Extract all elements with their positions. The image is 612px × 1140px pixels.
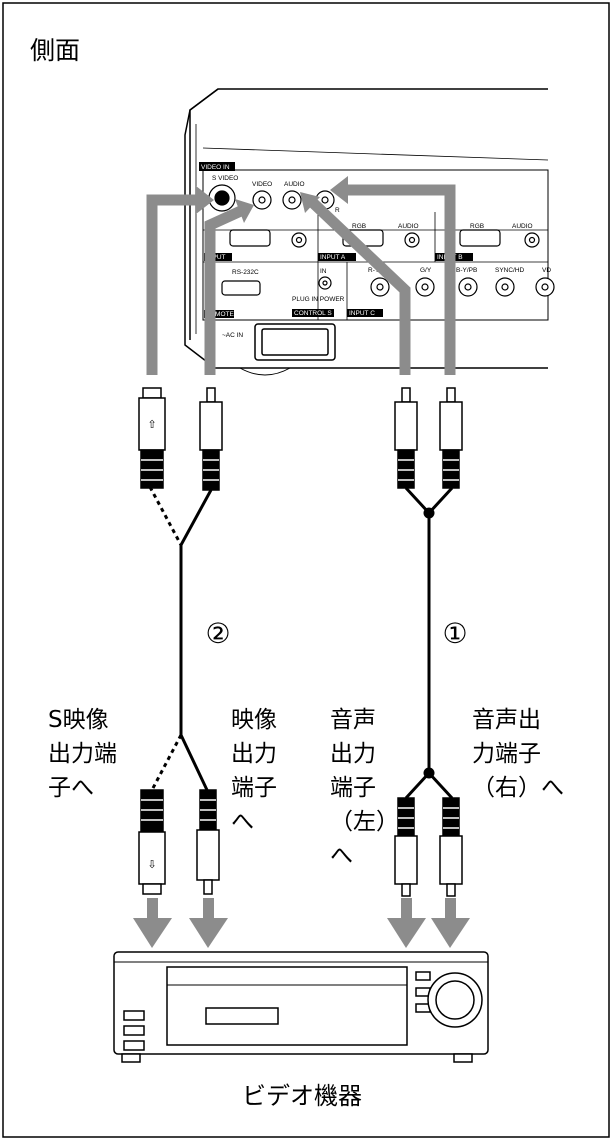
panel-label-rs232c: RS-232C [232,269,259,276]
rgb-port-3 [459,229,501,247]
label-line: 音声 [330,707,376,733]
panel-label-sync-hd: SYNC/HD [495,267,525,274]
panel-label-in: IN [320,268,327,275]
s-video-plug-bottom: ⇩ [138,789,166,895]
svg-text:⇩: ⇩ [147,858,156,871]
label-audio-out-left: 音声 出力 端子 （左） へ [330,703,399,873]
input-arrowheads [196,176,348,223]
panel-label-input-c: INPUT C [349,310,375,317]
panel-label-control-s: CONTROL S [294,310,332,317]
panel-label-rgb-b: RGB [470,223,484,230]
label-line: 音声出 [472,707,541,733]
label-line: 出力端 [48,741,117,767]
panel-label-g-y: G/Y [420,267,432,274]
cable-1-marker: ① [442,617,467,650]
label-line: 子へ [48,775,94,801]
input-arrows [146,184,456,375]
panel-label-audio: AUDIO [284,181,305,188]
output-arrows [133,898,470,948]
panel-label-input-a: INPUT A [320,254,346,261]
label-line: へ [330,843,353,869]
audio-l-plug-bottom [394,797,418,897]
panel-label-audio-a: AUDIO [398,223,419,230]
rs232c-port [221,280,261,296]
cable-2-marker: ② [205,617,230,650]
label-line: 力端子 [472,741,541,767]
panel-labels: VIDEO IN S VIDEO VIDEO AUDIO R RGB AUDIO… [199,162,551,339]
panel-label-plug-in-power: PLUG IN POWER [292,296,345,303]
cable-2 [148,486,213,791]
svg-text:⇧: ⇧ [147,418,156,431]
label-s-video-out: S映像 出力端 子へ [48,703,117,805]
audio-r-plug-bottom [439,797,463,897]
label-line: 端子 [231,775,277,801]
label-line: （右）へ [472,775,564,801]
projector [184,88,549,376]
label-audio-out-right: 音声出 力端子 （右）へ [472,703,564,805]
video-device [113,951,489,1063]
panel-label-video-in: VIDEO IN [201,164,230,171]
label-line: 出力 [330,741,376,767]
cable-1 [404,486,454,800]
rgb-port-1 [229,229,271,247]
panel-label-remote: REMOTE [206,311,234,318]
page-title: 側面 [30,36,81,65]
panel-label-b-y-pb: B-Y/PB [456,267,477,274]
panel-label-r: R [335,207,340,214]
device-label: ビデオ機器 [242,1082,362,1110]
panel-label-audio-b: AUDIO [512,223,533,230]
audio-r-plug-top [439,387,463,489]
panel-label-rgb-a: RGB [352,223,366,230]
cable-markers: ② ① [205,617,467,650]
panel-label-ac-in: ~AC IN [222,332,243,339]
audio-l-plug-top [394,387,418,489]
label-line: 映像 [231,707,277,733]
label-line: （左） [330,809,399,835]
label-video-out: 映像 出力 端子 へ [231,703,277,839]
plugs-bottom: ⇩ [138,789,463,897]
cable-1-junction-top [423,507,435,519]
label-line: へ [231,809,254,835]
plugs-top: ⇧ [138,387,463,491]
video-plug-top [199,387,223,491]
s-video-plug-top: ⇧ [138,387,166,489]
label-line: S映像 [48,707,109,733]
video-plug-bottom [196,789,220,895]
cable-1-junction-bottom [423,767,435,779]
label-line: 端子 [330,775,376,801]
panel-label-video: VIDEO [252,181,272,188]
panel-label-input: INPUT [206,254,226,261]
label-line: 出力 [231,741,277,767]
panel-label-s-video: S VIDEO [212,175,238,182]
panel-label-vd: VD [542,267,551,274]
